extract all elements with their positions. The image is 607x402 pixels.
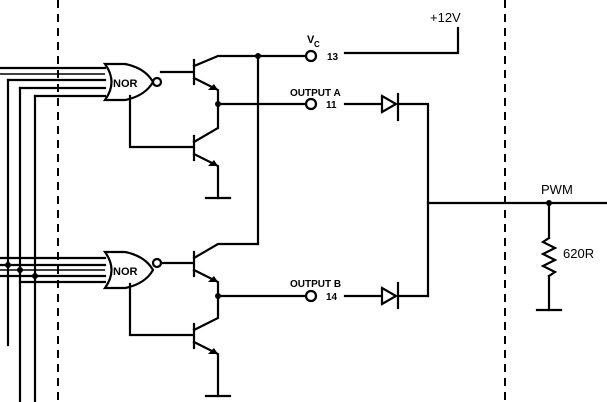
vc-label: V: [307, 34, 315, 46]
terminal-output-a: [304, 97, 318, 111]
output-a-label: OUTPUT A: [290, 88, 341, 99]
supply-wire: [343, 26, 460, 55]
transistor-q3: [192, 242, 260, 298]
vc-subscript: C: [314, 40, 320, 49]
diode-a: [380, 92, 400, 122]
pin-a-label: 11: [326, 100, 337, 111]
pin-b-label: 14: [326, 292, 338, 303]
resistor-label: 620R: [563, 246, 594, 261]
nor-gate-bottom: NOR: [102, 250, 163, 290]
terminal-output-b: [304, 289, 318, 303]
diode-summing-wire: [396, 102, 430, 298]
terminal-vc: [304, 49, 318, 63]
output-b-label: OUTPUT B: [290, 279, 341, 290]
nor-gate-bottom-label: NOR: [113, 266, 138, 278]
input-bus-wires: [0, 66, 107, 402]
nor-gate-top-label: NOR: [113, 78, 138, 90]
supply-label: +12V: [430, 10, 461, 25]
resistor-620r: [535, 201, 563, 312]
gate-bottom-to-q4-wire: [128, 282, 194, 337]
transistor-q1: [192, 54, 260, 106]
transistor-q4: [192, 294, 232, 398]
diode-b: [380, 281, 400, 310]
pin-vc-label: 13: [327, 52, 339, 63]
pwm-label: PWM: [541, 182, 573, 197]
transistor-q2: [192, 102, 232, 200]
nor-gate-top: NOR: [102, 62, 163, 102]
gate-top-to-q2-wire: [128, 94, 194, 149]
